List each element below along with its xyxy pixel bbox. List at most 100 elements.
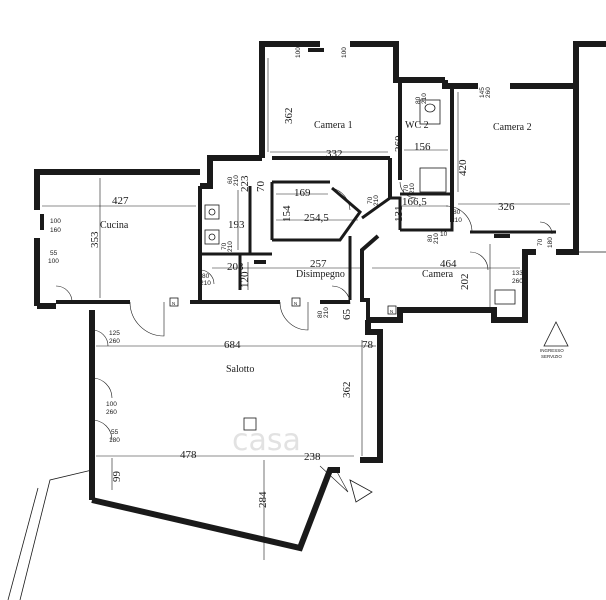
dim-label: 478 xyxy=(180,449,197,461)
window-label: 160 xyxy=(50,227,61,234)
window-label: 55 xyxy=(50,250,58,257)
door-label: 210 xyxy=(200,280,211,287)
door-swing xyxy=(199,269,215,285)
dim-label: 362 xyxy=(283,108,295,125)
window-label: 100 xyxy=(341,47,348,58)
door-label: 70 xyxy=(537,238,544,246)
door-label: 210 xyxy=(233,175,240,186)
door-label: 80 xyxy=(415,96,422,104)
dim-label: 238 xyxy=(304,451,321,463)
dim-label: 203 xyxy=(227,261,244,273)
dim-label: 464 xyxy=(440,258,457,270)
door-swing xyxy=(469,251,489,271)
dimension-lines xyxy=(42,58,570,560)
door-label: 70 xyxy=(221,242,228,250)
dim-label: 257 xyxy=(310,258,327,270)
door-swing xyxy=(539,221,553,235)
marker-n: N xyxy=(390,309,393,314)
sink-icon xyxy=(208,208,216,216)
dim-label: 166,5 xyxy=(402,196,427,208)
door-label: 80 xyxy=(202,273,210,280)
door-swing xyxy=(319,465,349,493)
dim-label: 154 xyxy=(281,205,293,222)
opening-labels: 100 100 80 210 145 260 80 210 70 210 60 … xyxy=(48,47,554,444)
dim-label: 684 xyxy=(224,339,241,351)
watermark-text: casa xyxy=(232,423,301,458)
dim-label: 202 xyxy=(459,274,471,291)
dim-label: 284 xyxy=(257,491,269,508)
bath-fixture xyxy=(204,229,220,245)
section-markers: N N N xyxy=(169,297,397,315)
wc-fixture xyxy=(419,99,441,125)
room-label-salotto: Salotto xyxy=(226,364,254,375)
marker-n: N xyxy=(172,301,175,306)
radiator-icon xyxy=(254,260,266,264)
dim-label: 193 xyxy=(228,219,245,231)
door-label: 70 xyxy=(403,184,410,192)
triangle-icon xyxy=(543,321,569,347)
dim-label: 70 xyxy=(255,181,267,193)
window-label: 260 xyxy=(109,338,120,345)
door-label: 210 xyxy=(227,241,234,252)
dim-label: 260 xyxy=(393,135,405,152)
stamp-line1: INGRESSO xyxy=(540,348,564,353)
door-label: 80 xyxy=(427,234,434,242)
door-label: 10 xyxy=(440,231,448,238)
toilet-icon xyxy=(424,103,436,113)
room-label-camera: Camera xyxy=(422,269,454,280)
dimension-labels: 332 362 260 156 420 326 427 353 70 169 2… xyxy=(89,108,515,509)
window-label: 100 xyxy=(48,258,59,265)
room-label-wc2: WC 2 xyxy=(405,120,429,131)
interior-walls xyxy=(56,80,556,320)
column-square xyxy=(243,417,257,431)
window-label: 100 xyxy=(295,47,302,58)
room-label-cucina: Cucina xyxy=(100,220,129,231)
door-label: 80 xyxy=(453,209,461,216)
dim-label: 362 xyxy=(341,382,353,399)
terrace-edge xyxy=(19,469,93,600)
room-labels: Camera 1 WC 2 Camera 2 Cucina Disimpegno… xyxy=(100,120,532,375)
door-swing xyxy=(331,187,351,211)
window-label: 180 xyxy=(109,437,120,444)
marker-n: N xyxy=(294,301,297,306)
dim-label: 169 xyxy=(294,187,311,199)
dim-label: 254,5 xyxy=(304,212,329,224)
window-label: 260 xyxy=(485,87,492,98)
window-label: 125 xyxy=(109,330,120,337)
door-swing xyxy=(55,285,73,303)
door-label: 180 xyxy=(547,237,554,248)
door-swing xyxy=(129,301,165,337)
room-label-disimpegno: Disimpegno xyxy=(296,269,345,280)
service-entrance-stamp: INGRESSO SERVIZIO xyxy=(540,321,569,359)
dim-label: 420 xyxy=(457,159,469,176)
terrace-edge xyxy=(7,487,39,600)
cabinet-fixture xyxy=(494,289,516,305)
door-label: 60 xyxy=(227,176,234,184)
door-label: 80 xyxy=(317,310,324,318)
dim-label: 99 xyxy=(111,471,123,483)
dim-label: 332 xyxy=(326,148,343,160)
window-label: 55 xyxy=(111,429,119,436)
dim-label: 131 xyxy=(393,206,405,223)
room-label-camera2: Camera 2 xyxy=(493,122,532,133)
door-label: 70 xyxy=(367,196,374,204)
door-swing xyxy=(331,285,351,305)
dim-label: 78 xyxy=(362,339,374,351)
dim-label: 326 xyxy=(498,201,515,213)
shower-fixture xyxy=(419,167,447,193)
door-label: 210 xyxy=(373,195,380,206)
door-label: 210 xyxy=(433,233,440,244)
door-swing xyxy=(91,419,113,441)
window-label: 145 xyxy=(479,87,486,98)
sink-icon xyxy=(208,233,216,241)
entrance-arrow-icon xyxy=(349,479,373,503)
bath-fixture xyxy=(204,204,220,220)
radiator-icon xyxy=(40,214,44,230)
window-label: 100 xyxy=(106,401,117,408)
fixtures xyxy=(7,43,606,600)
dim-label: 353 xyxy=(89,231,101,248)
window-label: 100 xyxy=(50,218,61,225)
stamp-line2: SERVIZIO xyxy=(541,354,562,359)
door-label: 210 xyxy=(409,183,416,194)
